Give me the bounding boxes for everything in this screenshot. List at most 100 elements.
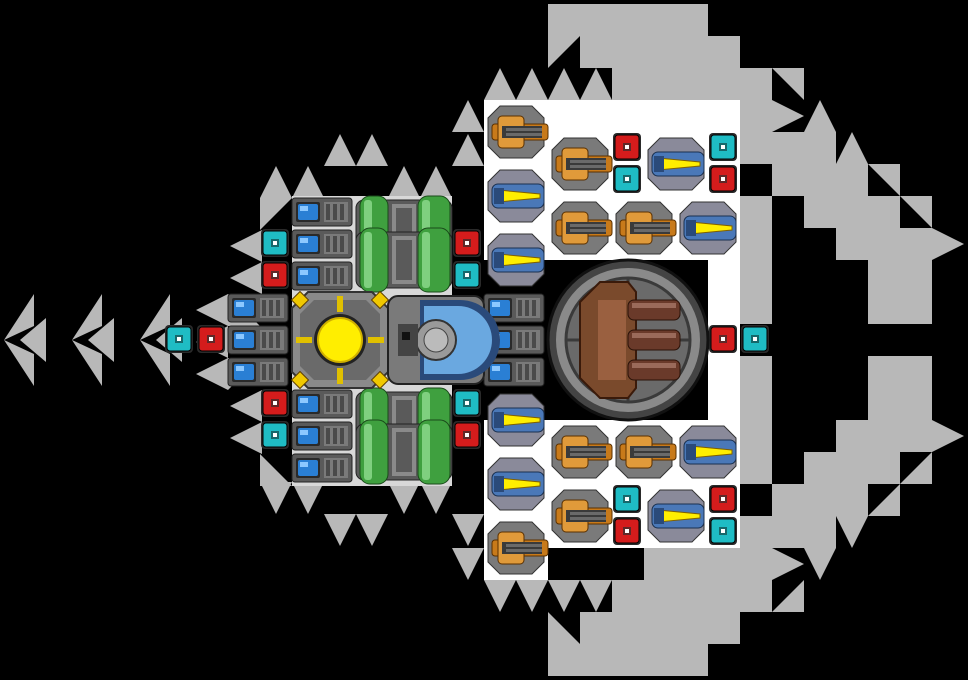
armor-block — [548, 4, 580, 36]
blue-thruster[interactable] — [227, 293, 289, 323]
armor-triangle — [388, 482, 420, 514]
port-connector[interactable] — [453, 421, 481, 449]
port-connector[interactable] — [613, 165, 641, 193]
port-connector[interactable] — [613, 517, 641, 545]
blue-thruster[interactable] — [291, 453, 353, 483]
armor-triangle — [516, 68, 548, 100]
port-connector[interactable] — [709, 517, 737, 545]
armor-block — [772, 164, 868, 196]
armor-block — [644, 644, 676, 676]
armor-triangle — [548, 68, 580, 100]
orange-autocannon[interactable] — [615, 201, 677, 255]
armor-block — [644, 68, 676, 100]
blue-thruster[interactable] — [291, 229, 353, 259]
armor-block — [612, 580, 644, 612]
armor-triangle — [356, 514, 388, 546]
armor-block — [708, 68, 740, 100]
blue-thruster[interactable] — [291, 197, 353, 227]
blue-thruster[interactable] — [227, 325, 289, 355]
armor-block — [772, 484, 868, 516]
armor-block — [644, 580, 676, 612]
armor-block — [676, 548, 708, 580]
armor-triangle — [836, 132, 868, 164]
port-connector[interactable] — [261, 421, 289, 449]
armor-triangle — [72, 340, 102, 386]
armor-block — [676, 612, 708, 644]
port-connector[interactable] — [197, 325, 225, 353]
blue-laser[interactable] — [679, 425, 737, 479]
armor-block — [644, 548, 676, 580]
armor-block — [676, 644, 708, 676]
blue-laser[interactable] — [487, 233, 545, 287]
armor-block — [740, 516, 836, 548]
armor-triangle — [900, 452, 932, 484]
blue-thruster[interactable] — [483, 293, 545, 323]
armor-triangle — [516, 580, 548, 612]
orange-autocannon[interactable] — [487, 521, 549, 575]
port-connector[interactable] — [165, 325, 193, 353]
module-layer[interactable] — [165, 105, 769, 575]
orange-autocannon[interactable] — [551, 201, 613, 255]
armor-block — [676, 68, 708, 100]
port-connector[interactable] — [261, 261, 289, 289]
armor-block — [836, 228, 932, 260]
orange-autocannon[interactable] — [487, 105, 549, 159]
blue-thruster[interactable] — [483, 357, 545, 387]
blue-thruster[interactable] — [291, 261, 353, 291]
armor-triangle — [230, 262, 262, 294]
armor-triangle — [868, 484, 900, 516]
port-connector[interactable] — [613, 485, 641, 513]
armor-triangle — [4, 294, 34, 340]
port-connector[interactable] — [453, 389, 481, 417]
armor-block — [644, 612, 676, 644]
armor-triangle — [580, 68, 612, 100]
blue-laser[interactable] — [487, 393, 545, 447]
port-connector[interactable] — [709, 325, 737, 353]
armor-triangle — [804, 548, 836, 580]
armor-triangle — [324, 134, 356, 166]
armor-block — [740, 548, 772, 580]
blue-laser[interactable] — [487, 169, 545, 223]
armor-block — [708, 612, 740, 644]
blue-laser[interactable] — [647, 137, 705, 191]
green-fuel-tank[interactable] — [355, 419, 453, 485]
blue-thruster[interactable] — [291, 389, 353, 419]
armor-block — [580, 4, 612, 36]
shield-generator[interactable] — [387, 295, 500, 385]
orange-autocannon[interactable] — [551, 489, 613, 543]
port-connector[interactable] — [709, 165, 737, 193]
blue-laser[interactable] — [647, 489, 705, 543]
armor-triangle — [772, 580, 804, 612]
armor-triangle — [388, 166, 420, 198]
port-connector[interactable] — [613, 133, 641, 161]
heavy-triple-turret[interactable] — [546, 258, 710, 422]
port-connector[interactable] — [709, 133, 737, 161]
armor-triangle — [452, 134, 484, 166]
armor-block — [612, 68, 644, 100]
orange-autocannon[interactable] — [615, 425, 677, 479]
armor-block — [580, 36, 612, 68]
port-connector[interactable] — [261, 229, 289, 257]
blue-thruster[interactable] — [227, 357, 289, 387]
armor-triangle — [932, 228, 964, 260]
port-connector[interactable] — [261, 389, 289, 417]
armor-block — [676, 580, 708, 612]
armor-block — [740, 132, 836, 164]
armor-triangle — [72, 294, 102, 340]
port-connector[interactable] — [453, 229, 481, 257]
orange-autocannon[interactable] — [551, 137, 613, 191]
port-connector[interactable] — [453, 261, 481, 289]
port-connector[interactable] — [709, 485, 737, 513]
yellow-reactor-core[interactable] — [290, 290, 390, 390]
port-connector[interactable] — [741, 325, 769, 353]
armor-triangle — [452, 100, 484, 132]
blue-laser[interactable] — [679, 201, 737, 255]
armor-triangle — [452, 514, 484, 546]
orange-autocannon[interactable] — [551, 425, 613, 479]
blue-laser[interactable] — [487, 457, 545, 511]
armor-triangle — [20, 318, 46, 362]
blue-thruster[interactable] — [291, 421, 353, 451]
green-fuel-tank[interactable] — [355, 227, 453, 293]
